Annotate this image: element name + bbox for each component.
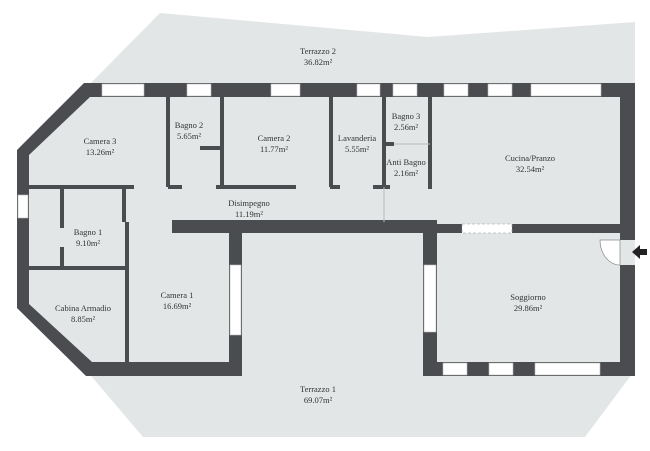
bagno1-area: 9.10m²: [76, 238, 100, 248]
terrazzo1-floor: [86, 370, 635, 437]
bagno3-area: 2.56m²: [394, 122, 418, 132]
antibagno-name: Anti Bagno: [386, 157, 425, 167]
bagno2-name: Bagno 2: [175, 120, 204, 130]
bagno2-area: 5.65m²: [177, 131, 201, 141]
cabina-name: Cabina Armadio: [55, 303, 111, 313]
camera3-area: 13.26m²: [86, 147, 115, 157]
cucina-name: Cucina/Pranzo: [505, 153, 555, 163]
interior-walls: [29, 97, 432, 362]
bagno3-name: Bagno 3: [392, 111, 421, 121]
soggiorno-area: 29.86m²: [514, 303, 543, 313]
camera1-area: 16.69m²: [163, 301, 192, 311]
terrazzo1-area: 69.07m²: [304, 395, 333, 405]
bagno1-name: Bagno 1: [74, 227, 103, 237]
antibagno-area: 2.16m²: [394, 168, 418, 178]
terrazzo1-name: Terrazzo 1: [300, 384, 336, 394]
terrazzo2-name: Terrazzo 2: [300, 46, 336, 56]
soggiorno-name: Soggiorno: [510, 292, 545, 302]
terrazzo2-floor: [84, 13, 635, 90]
disimpegno-area: 11.19m²: [235, 209, 263, 219]
camera1-name: Camera 1: [161, 290, 194, 300]
entrance-door[interactable]: [599, 239, 621, 266]
cucina-area: 32.54m²: [516, 164, 545, 174]
room-labels: Terrazzo 2 36.82m² Camera 3 13.26m² Bagn…: [55, 46, 555, 405]
arrow-left-icon: [632, 245, 647, 259]
windows: [17, 83, 602, 376]
camera2-name: Camera 2: [258, 133, 291, 143]
disimpegno-name: Disimpegno: [228, 198, 270, 208]
cabina-area: 8.85m²: [71, 314, 95, 324]
camera3-name: Camera 3: [84, 136, 117, 146]
lavanderia-area: 5.55m²: [345, 144, 369, 154]
lavanderia-name: Lavanderia: [338, 133, 376, 143]
camera2-area: 11.77m²: [260, 144, 288, 154]
terrazzo2-area: 36.82m²: [304, 57, 333, 67]
